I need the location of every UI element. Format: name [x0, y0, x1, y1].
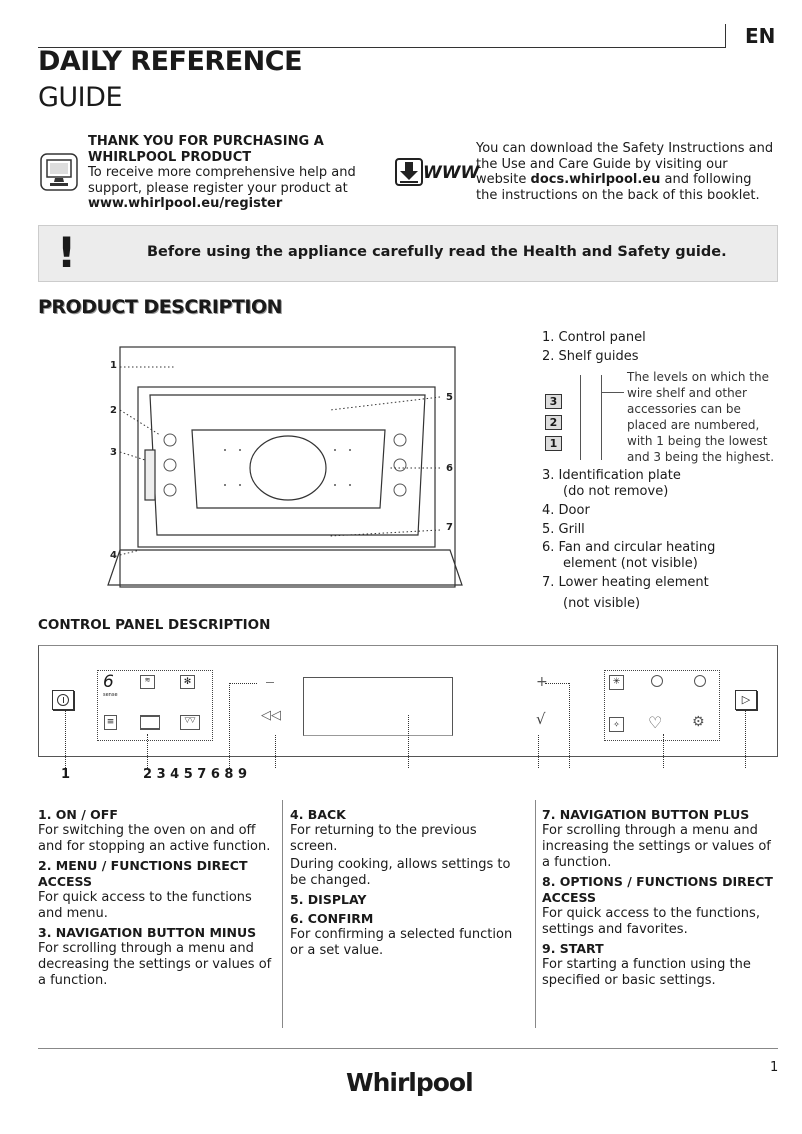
- callout-7: 7: [446, 522, 453, 533]
- options-buttons-group: ✳ ✧ ♡ ⚙: [604, 670, 720, 741]
- download-text: You can download the Safety Instructions…: [476, 141, 774, 203]
- confirm-button[interactable]: √: [536, 710, 546, 728]
- lower-heat-icon[interactable]: ▽▽: [180, 715, 200, 730]
- settings-gear-icon[interactable]: ⚙: [692, 714, 705, 730]
- back-button[interactable]: ◁◁: [261, 708, 281, 723]
- shelf-level-2: 2: [545, 415, 562, 430]
- thanks-title: THANK YOU FOR PURCHASING A WHIRLPOOL PRO…: [88, 134, 324, 165]
- callout-5: 5: [446, 392, 453, 403]
- callout-6: 6: [446, 463, 453, 474]
- oven-diagram: 1 2 3 4 5 6 7: [107, 346, 463, 588]
- panel-number-1: 1: [61, 767, 72, 782]
- callout-1: 1: [110, 360, 117, 371]
- legend-identification-note: (do not remove): [563, 484, 669, 499]
- display: [303, 677, 453, 736]
- shelf-levels-figure: 3 2 1: [545, 370, 625, 465]
- header-rule: [38, 47, 726, 48]
- panel-numbers-group: 2 3 4 5 7 6 8 9: [143, 767, 248, 782]
- power-button[interactable]: [52, 690, 74, 710]
- download-icon: [395, 158, 423, 186]
- timer-icon[interactable]: [694, 675, 706, 687]
- register-link[interactable]: www.whirlpool.eu/register: [88, 196, 283, 211]
- legend-door: 4. Door: [542, 503, 590, 518]
- legend-control-panel: 1. Control panel: [542, 330, 646, 345]
- download-www-icon: WWW: [395, 158, 479, 186]
- legend-fan: 6. Fan and circular heating: [542, 540, 716, 555]
- legend-lower-note: (not visible): [563, 596, 641, 611]
- column-divider: [282, 800, 283, 1028]
- start-button[interactable]: ▷: [735, 690, 757, 710]
- shelf-level-1: 1: [545, 436, 562, 451]
- menu-list-icon[interactable]: ≡: [104, 715, 117, 730]
- minus-button[interactable]: [266, 682, 274, 683]
- page-subtitle: GUIDE: [38, 82, 123, 113]
- 6th-sense-icon[interactable]: 6: [103, 672, 114, 692]
- thanks-block: THANK YOU FOR PURCHASING A WHIRLPOOL PRO…: [88, 134, 378, 212]
- plus-button[interactable]: +: [536, 674, 548, 690]
- page-title: DAILY REFERENCE: [38, 46, 303, 77]
- legend-fan-cont: element (not visible): [563, 556, 698, 571]
- cleaning-icon[interactable]: ✧: [609, 717, 624, 732]
- safety-warning-box: ! Before using the appliance carefully r…: [38, 225, 778, 282]
- callout-3: 3: [110, 447, 117, 458]
- control-panel-heading: CONTROL PANEL DESCRIPTION: [38, 617, 271, 633]
- legend-shelf-guides: 2. Shelf guides: [542, 349, 639, 364]
- language-label: EN: [745, 24, 776, 48]
- shelf-note: The levels on which the wire shelf and o…: [627, 370, 775, 464]
- product-description-heading: PRODUCT DESCRIPTION: [38, 296, 283, 318]
- fan-icon[interactable]: ✻: [180, 675, 195, 689]
- defrost-icon[interactable]: ✳: [609, 675, 624, 690]
- footer-rule: [38, 1048, 778, 1049]
- thanks-text: To receive more comprehensive help and s…: [88, 165, 356, 196]
- page-number: 1: [770, 1060, 779, 1075]
- menu-buttons-group: 6 sense ≋ ✻ ≡ ▽▽: [97, 670, 213, 741]
- callout-2: 2: [110, 405, 117, 416]
- legend-identification-plate: 3. Identification plate: [542, 468, 681, 483]
- top-bottom-heat-icon[interactable]: [140, 715, 160, 730]
- whirlpool-logo: Whirlpool: [346, 1068, 474, 1097]
- exclamation-icon: !: [57, 228, 77, 277]
- legend-grill: 5. Grill: [542, 522, 585, 537]
- grill-icon[interactable]: ≋: [140, 675, 155, 689]
- favorites-heart-icon[interactable]: ♡: [648, 713, 663, 732]
- computer-icon: [40, 153, 78, 191]
- power-icon: [57, 694, 69, 706]
- docs-link[interactable]: docs.whirlpool.eu: [530, 172, 661, 187]
- header-tick: [725, 24, 726, 48]
- legend-lower-heating: 7. Lower heating element: [542, 575, 709, 590]
- shelf-level-3: 3: [545, 394, 562, 409]
- column-divider: [535, 800, 536, 1028]
- clock-icon[interactable]: [651, 675, 663, 687]
- callout-4: 4: [110, 550, 117, 561]
- warning-text: Before using the appliance carefully rea…: [147, 244, 727, 260]
